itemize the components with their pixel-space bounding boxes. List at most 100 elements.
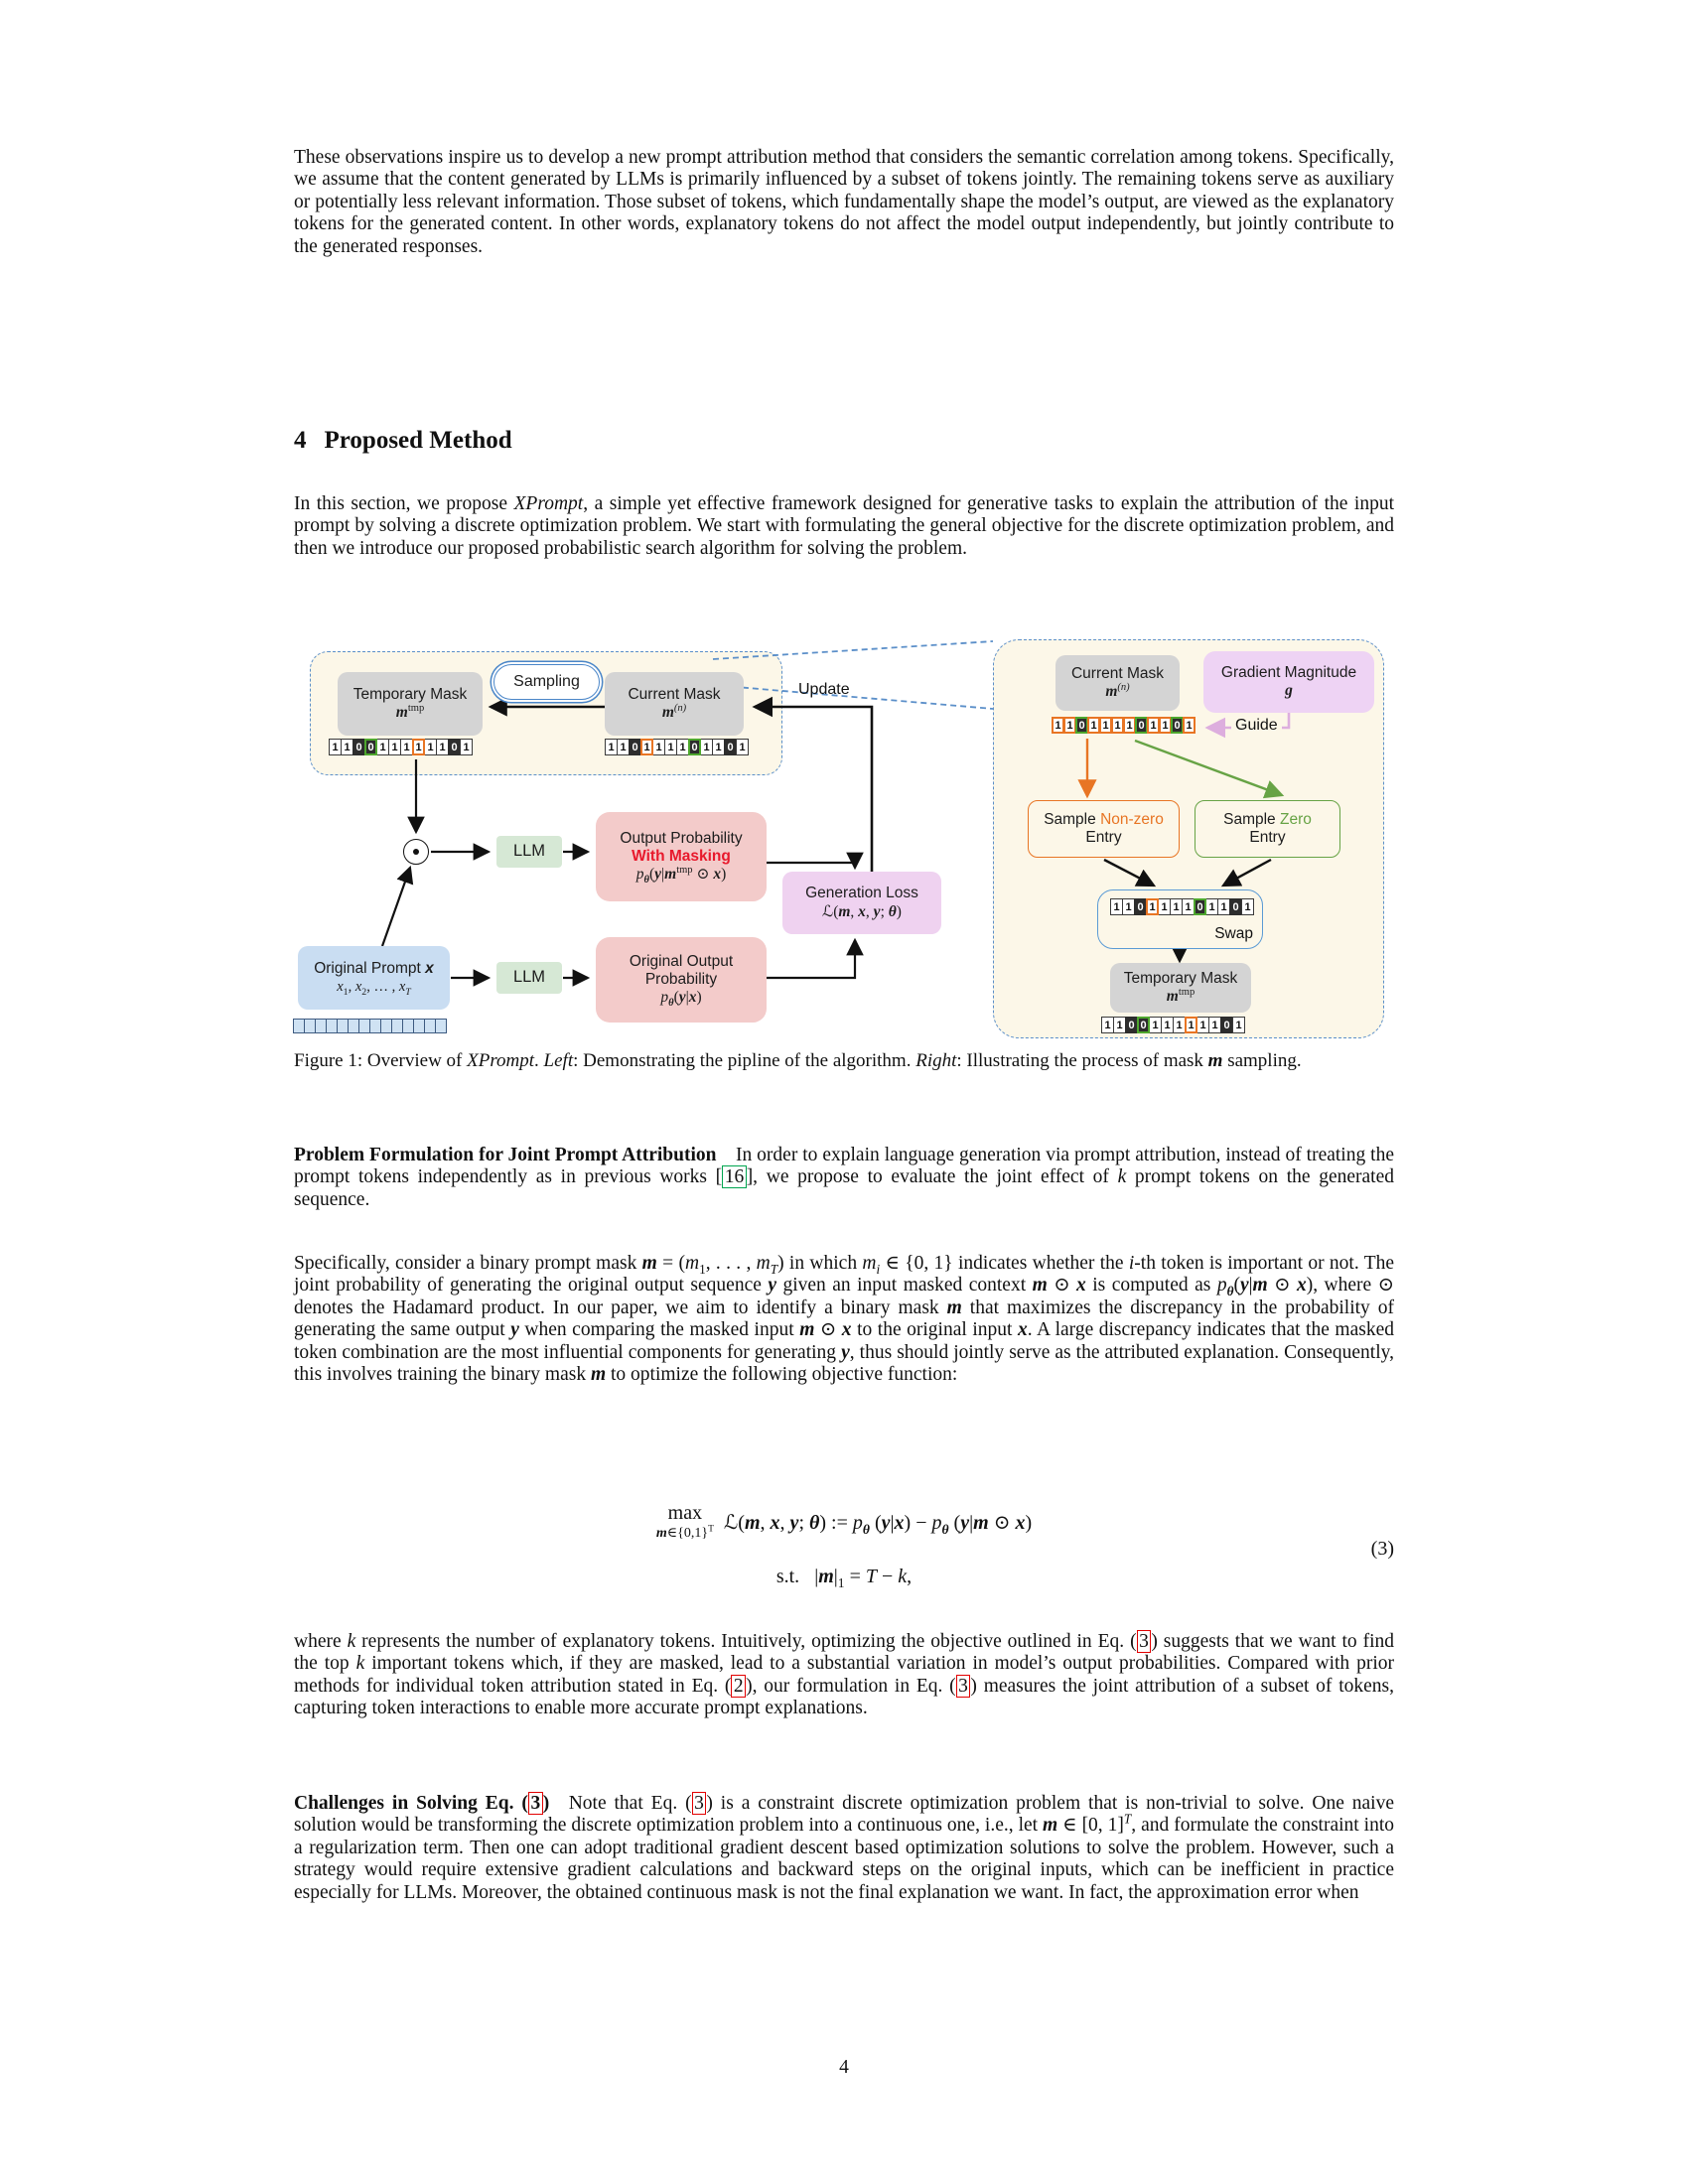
text-segment: : Demonstrating the pipline of the algor…	[573, 1050, 916, 1071]
current-mask-box: Current Mask m(n)	[605, 672, 744, 736]
text-segment: |	[969, 1511, 974, 1534]
text-segment: to the original input	[851, 1319, 1018, 1341]
text-segment: )	[721, 866, 727, 884]
text-segment: ⊙	[814, 1319, 842, 1341]
original-output-line1: Original Output	[629, 952, 734, 970]
text-segment: m	[664, 866, 677, 884]
llm-label: LLM	[512, 968, 546, 987]
text-segment: m	[1043, 1815, 1058, 1837]
mask-bit: 0	[1194, 898, 1206, 915]
text-segment: where	[294, 1631, 348, 1652]
text-segment: ∈ [0, 1]	[1057, 1815, 1124, 1837]
text-segment: y	[1239, 1275, 1249, 1297]
text-segment: m	[744, 1511, 761, 1534]
generation-loss-math: ℒ(m, x, y; θ)	[822, 903, 902, 921]
text-segment: represents the number of explanatory tok…	[355, 1631, 1137, 1652]
mask-bit: 1	[400, 739, 413, 755]
text-segment: Problem Formulation for Joint Prompt Att…	[294, 1145, 717, 1165]
guide-label: Guide	[1231, 717, 1282, 735]
text-segment: ⊙	[988, 1511, 1016, 1534]
text-segment: ,	[865, 902, 874, 920]
text-segment: ) :=	[819, 1511, 853, 1534]
text-segment: y	[841, 1341, 850, 1363]
equation-ref-link[interactable]: 2	[731, 1674, 747, 1698]
equation-number: (3)	[1370, 1538, 1394, 1560]
mask-bit: 1	[460, 739, 473, 755]
generation-loss-box: Generation Loss ℒ(m, x, y; θ)	[782, 872, 941, 934]
mask-bit: 1	[1161, 1017, 1174, 1033]
text-segment: |	[685, 989, 689, 1007]
text-segment: θ	[668, 998, 674, 1010]
text-segment: (	[673, 989, 679, 1007]
text-segment: that maximizes the discrepancy in the pr…	[294, 1297, 1395, 1341]
equation-ref-link[interactable]: 3	[955, 1674, 971, 1698]
text-segment: to optimize the following objective func…	[606, 1364, 958, 1386]
equation-constraint-line: s.t. |m|1 = T − k,	[294, 1566, 1394, 1589]
mask-bit: 1	[1183, 717, 1196, 734]
text-segment: x	[894, 1511, 905, 1534]
mask-bit: 1	[1241, 898, 1254, 915]
temporary-mask-symbol: mtmp	[396, 703, 424, 722]
text-segment: =	[844, 1566, 866, 1587]
equation-ref-link[interactable]: 3	[1136, 1630, 1152, 1653]
hadamard-product-icon	[403, 839, 429, 865]
text-segment: p	[660, 989, 669, 1007]
text-segment: i	[1128, 1253, 1135, 1274]
text-segment: ), where ⊙ denotes the Hadamard product.…	[294, 1275, 1394, 1318]
citation-ref-link[interactable]: 16	[722, 1165, 747, 1189]
text-segment: (	[648, 866, 655, 884]
masked-output-math: pθ(y|mtmp ⊙ x)	[636, 864, 727, 887]
text-segment: x	[1015, 1511, 1026, 1534]
text-segment: -th token is important or not. The joint…	[294, 1253, 1395, 1297]
equation-ref-link[interactable]: 3	[691, 1792, 707, 1815]
text-segment: s.t.	[775, 1566, 815, 1587]
text-segment: = (	[656, 1253, 685, 1274]
original-output-line2: Probability	[644, 970, 718, 988]
text-segment: )	[896, 902, 902, 920]
objective-expression: ℒ(m, x, y; θ) := pθ (y|x) − pθ (y|m ⊙ x)	[724, 1510, 1032, 1536]
text-segment: m	[973, 1511, 989, 1534]
paragraph-problem-formulation: Problem Formulation for Joint Prompt Att…	[294, 1145, 1394, 1211]
text-segment: i	[876, 1261, 881, 1277]
mask-bit: 0	[364, 739, 377, 755]
text-segment: ), our formulation in Eq. (	[746, 1675, 956, 1697]
mask-bit: 1	[640, 739, 653, 755]
text-segment: −	[876, 1566, 899, 1587]
text-segment: XPrompt	[467, 1050, 535, 1071]
text-segment: k	[347, 1631, 356, 1652]
text-segment: T	[865, 1566, 877, 1587]
text-segment: x	[354, 978, 362, 995]
text-segment: y	[768, 1275, 777, 1297]
text-segment: m	[655, 1526, 667, 1541]
text-segment	[549, 1793, 569, 1814]
temporary-mask-box: Temporary Mask mtmp	[338, 672, 483, 736]
text-segment: In this section, we propose	[294, 493, 514, 514]
text-segment: p	[852, 1511, 863, 1534]
temporary-mask-box-right: Temporary Mask mtmp	[1110, 963, 1251, 1013]
text-segment: y	[960, 1511, 970, 1534]
equation-ref-link[interactable]: 3	[527, 1792, 543, 1815]
text-segment: x	[1017, 1319, 1028, 1341]
text-segment: y	[873, 902, 881, 920]
text-segment: tmp	[676, 864, 693, 876]
text-segment: ,	[760, 1511, 771, 1534]
text-segment: θ	[643, 875, 649, 887]
text-segment: Original Prompt	[314, 960, 426, 978]
text-segment: m	[590, 1364, 607, 1386]
llm-label: LLM	[512, 842, 546, 861]
figure-1-overview: Temporary Mask mtmp Sampling Current Mas…	[293, 614, 1396, 1042]
prompt-to-hadamard-arrow	[380, 865, 414, 947]
sample-nonzero-label: Sample Non-zero	[1044, 811, 1164, 829]
text-segment: x	[713, 866, 722, 884]
text-segment: ∈ {0, 1} indicates whether the	[880, 1253, 1129, 1274]
masked-output-probability-box: Output Probability With Masking pθ(y|mtm…	[596, 812, 767, 901]
mask-bit: 1	[1087, 717, 1100, 734]
original-prompt-math: x1, x2, … , xT	[337, 978, 411, 997]
text-segment: |	[890, 1511, 895, 1534]
mask-bit: 1	[329, 739, 342, 755]
text-segment: p	[1216, 1275, 1227, 1297]
